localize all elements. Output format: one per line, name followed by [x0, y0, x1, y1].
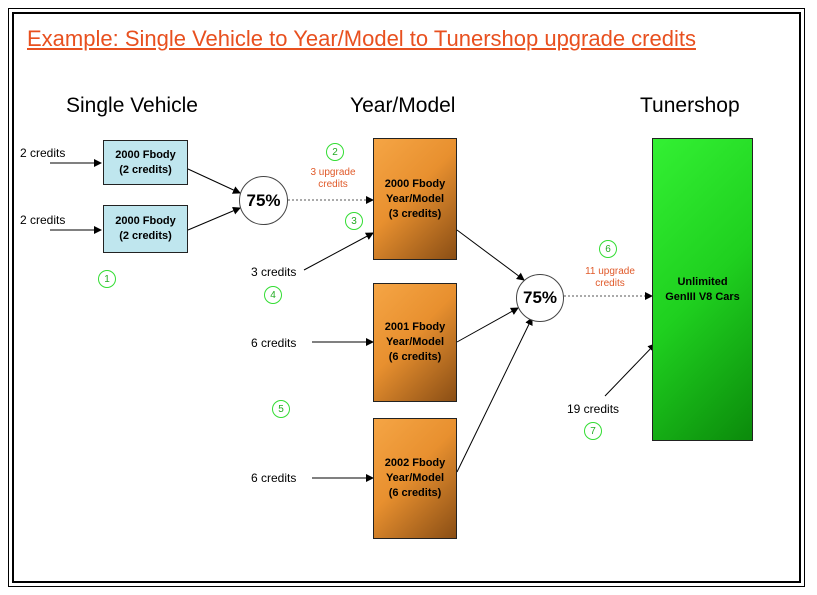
year-model-box-2002: 2002 Fbody Year/Model (6 credits) [373, 418, 457, 539]
tunershop-box: Unlimited GenIII V8 Cars [652, 138, 753, 441]
upgrade-credits-label-1: 3 upgrade credits [310, 167, 356, 190]
diagram-title: Example: Single Vehicle to Year/Model to… [27, 26, 696, 51]
year-model-box-2001: 2001 Fbody Year/Model (6 credits) [373, 283, 457, 402]
step-badge-5: 5 [272, 400, 290, 418]
credit-label-year-a: 3 credits [251, 265, 297, 279]
outer-frame [8, 8, 805, 587]
step-badge-1: 1 [98, 270, 116, 288]
arrow-box2-to-circle [187, 207, 241, 231]
credit-label-tuner: 19 credits [567, 402, 620, 416]
percent-circle-1: 75% [239, 176, 288, 225]
step-badge-4: 4 [264, 286, 282, 304]
column-heading-tunershop: Tunershop [640, 94, 740, 117]
step-badge-6: 6 [599, 240, 617, 258]
step-badge-2: 2 [326, 143, 344, 161]
arrow-tuner [604, 343, 656, 397]
inner-frame [12, 12, 801, 583]
percent-circle-2: 75% [516, 274, 564, 322]
column-heading-single-vehicle: Single Vehicle [66, 94, 198, 117]
credit-label-year-c: 6 credits [251, 471, 297, 485]
column-heading-year-model: Year/Model [350, 94, 456, 117]
credit-label-single-a: 2 credits [20, 146, 66, 160]
upgrade-credits-label-2: 11 upgrade credits [585, 266, 635, 289]
step-badge-3: 3 [345, 212, 363, 230]
step-badge-7: 7 [584, 422, 602, 440]
single-vehicle-box-1: 2000 Fbody (2 credits) [103, 140, 188, 185]
box-line: (2 credits) [119, 163, 172, 176]
arrow-year-a [303, 232, 374, 271]
arrow-year1-to-circle2 [456, 229, 525, 281]
credit-label-single-b: 2 credits [20, 213, 66, 227]
credit-label-year-b: 6 credits [251, 336, 297, 350]
arrow-year3-to-circle2 [456, 317, 533, 473]
single-vehicle-box-2: 2000 Fbody (2 credits) [103, 205, 188, 253]
box-line: (2 credits) [119, 230, 172, 242]
year-model-box-2000: 2000 Fbody Year/Model (3 credits) [373, 138, 457, 260]
box-line: 2000 Fbody [115, 215, 176, 227]
arrow-year2-to-circle2 [456, 307, 519, 343]
box-line: 2000 Fbody [115, 148, 176, 161]
arrow-box1-to-circle [187, 168, 241, 194]
